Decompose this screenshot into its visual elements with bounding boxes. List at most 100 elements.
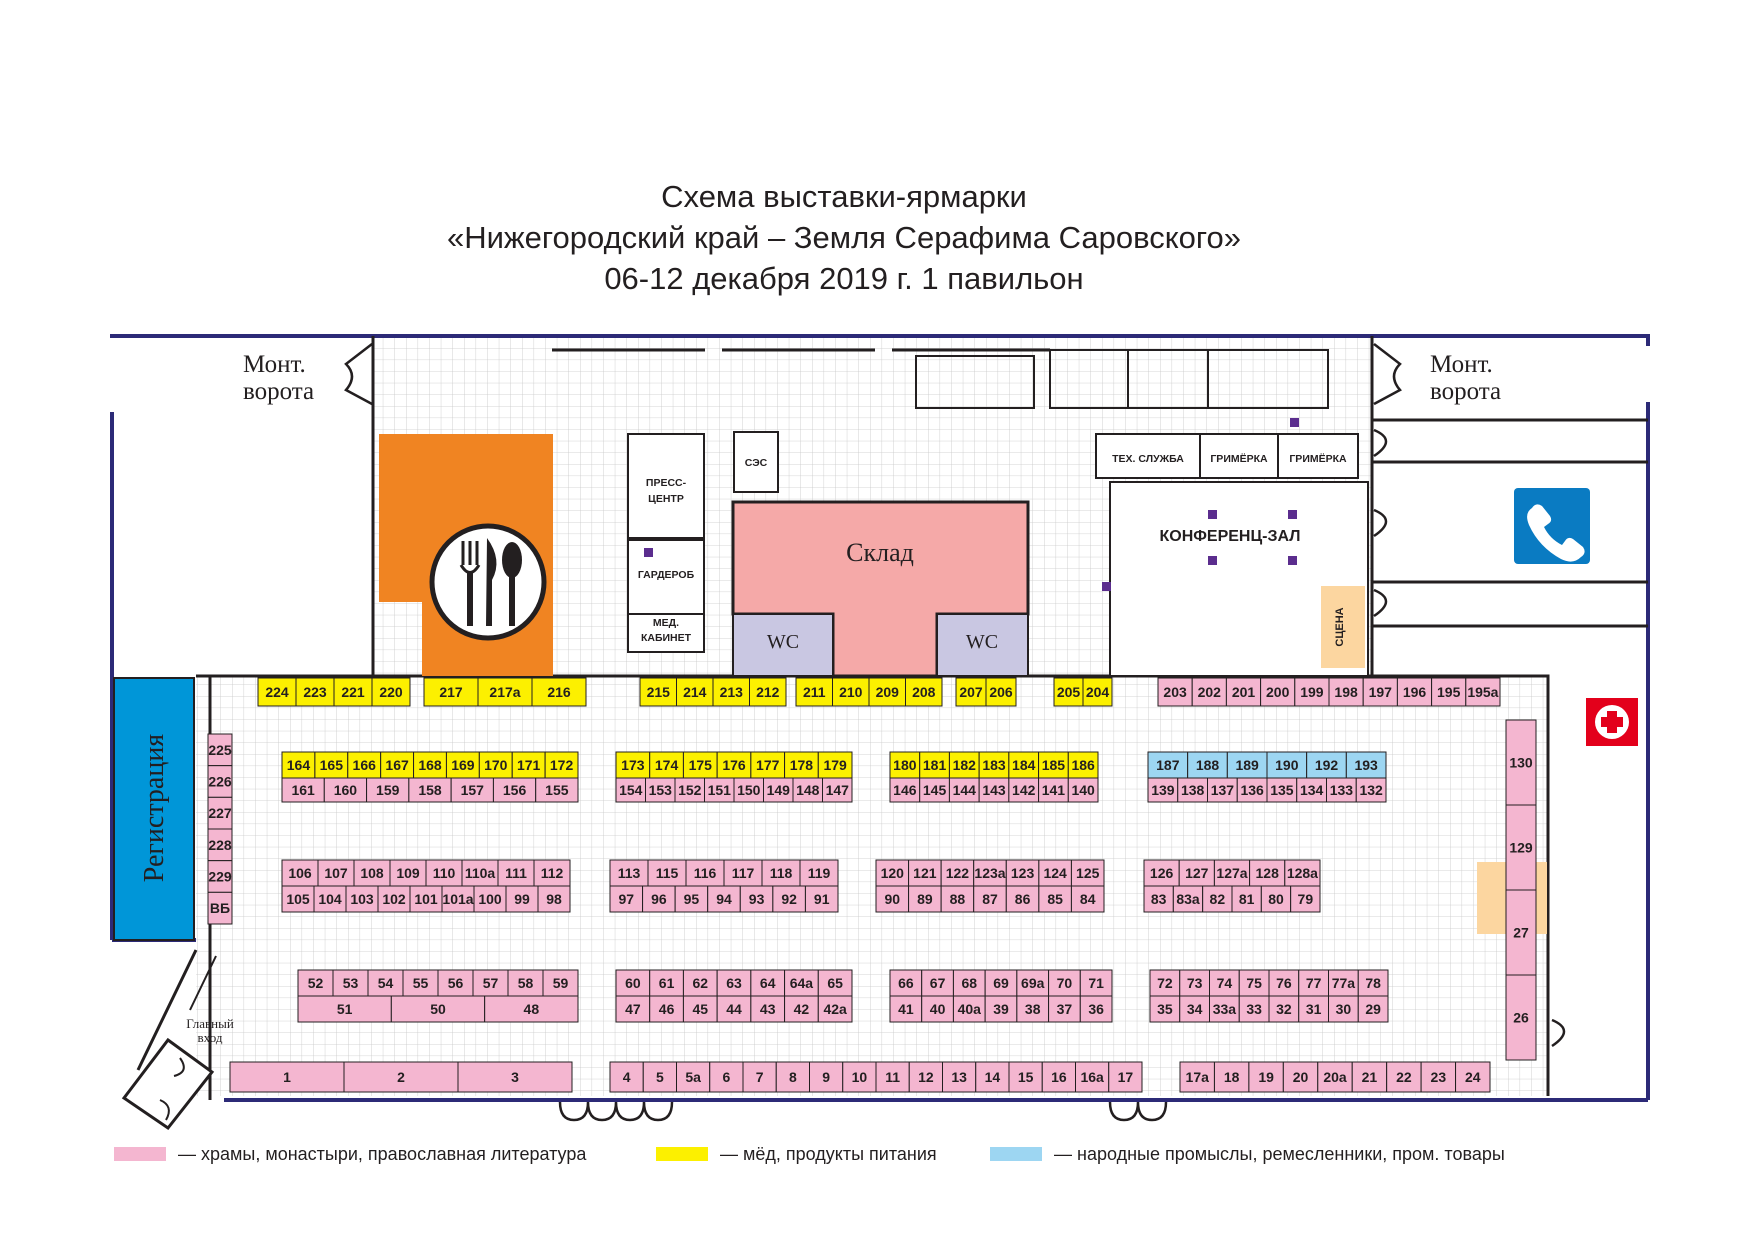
booth[interactable] — [1420, 1061, 1457, 1093]
booth[interactable] — [919, 777, 950, 803]
booth[interactable] — [973, 885, 1007, 913]
booth[interactable] — [905, 677, 943, 707]
booth[interactable] — [1294, 677, 1330, 707]
booth[interactable] — [437, 969, 474, 997]
booth[interactable] — [1187, 751, 1228, 779]
booth[interactable] — [1328, 995, 1359, 1023]
booth[interactable] — [978, 751, 1010, 779]
booth[interactable] — [1075, 1061, 1110, 1093]
booth[interactable] — [875, 885, 910, 913]
booth[interactable] — [1296, 777, 1327, 803]
booth[interactable] — [281, 885, 315, 913]
booth[interactable] — [984, 969, 1018, 997]
booth[interactable] — [649, 995, 684, 1023]
booth[interactable] — [1345, 751, 1387, 779]
booth[interactable] — [1248, 1061, 1284, 1093]
booth[interactable] — [733, 777, 764, 803]
booth[interactable] — [1328, 969, 1359, 997]
booth[interactable] — [1179, 995, 1210, 1023]
booth[interactable] — [763, 777, 794, 803]
booth[interactable] — [367, 969, 404, 997]
booth[interactable] — [875, 859, 910, 887]
booth[interactable] — [832, 677, 870, 707]
booth[interactable] — [682, 751, 718, 779]
booth[interactable] — [390, 995, 486, 1023]
booth[interactable] — [609, 859, 649, 887]
booth[interactable] — [784, 751, 819, 779]
booth[interactable] — [297, 995, 392, 1023]
booth[interactable] — [353, 859, 391, 887]
booth[interactable] — [317, 859, 355, 887]
booth[interactable] — [1143, 859, 1180, 887]
booth[interactable] — [1038, 885, 1072, 913]
booth[interactable] — [1362, 677, 1398, 707]
booth[interactable] — [1249, 859, 1286, 887]
booth[interactable] — [921, 995, 954, 1023]
booth[interactable] — [257, 677, 297, 707]
booth[interactable] — [1070, 859, 1105, 887]
booth[interactable] — [1355, 777, 1387, 803]
booth[interactable] — [507, 969, 544, 997]
booth[interactable] — [775, 1061, 810, 1093]
booth[interactable] — [908, 859, 942, 887]
booth[interactable] — [1008, 1061, 1043, 1093]
booth[interactable] — [1079, 995, 1113, 1023]
booth[interactable] — [749, 677, 787, 707]
booth[interactable] — [450, 777, 494, 803]
booth[interactable] — [1209, 969, 1240, 997]
booth[interactable] — [511, 751, 546, 779]
booth[interactable] — [716, 995, 752, 1023]
booth[interactable] — [1290, 885, 1321, 913]
booth[interactable] — [795, 677, 833, 707]
booth[interactable] — [366, 777, 410, 803]
booth[interactable] — [505, 885, 539, 913]
booth[interactable] — [942, 1061, 977, 1093]
booth[interactable] — [1178, 859, 1215, 887]
booth[interactable] — [889, 995, 923, 1023]
booth[interactable] — [1008, 751, 1040, 779]
booth[interactable] — [1465, 677, 1501, 707]
booth[interactable] — [742, 1061, 777, 1093]
booth[interactable] — [1172, 885, 1204, 913]
booth[interactable] — [704, 777, 735, 803]
booth[interactable] — [371, 677, 411, 707]
booth[interactable] — [1008, 777, 1040, 803]
booth[interactable] — [1038, 777, 1069, 803]
booth[interactable] — [948, 777, 980, 803]
booth[interactable] — [1357, 995, 1389, 1023]
booth[interactable] — [347, 751, 382, 779]
booth[interactable] — [809, 1061, 844, 1093]
booth[interactable] — [1179, 1061, 1215, 1093]
booth[interactable] — [889, 969, 923, 997]
booth[interactable] — [1328, 677, 1364, 707]
booth[interactable] — [207, 891, 233, 925]
booth[interactable] — [1070, 885, 1105, 913]
booth[interactable] — [842, 1061, 877, 1093]
booth[interactable] — [822, 777, 853, 803]
booth[interactable] — [615, 969, 651, 997]
booth[interactable] — [1016, 995, 1050, 1023]
booth[interactable] — [229, 1061, 345, 1093]
booth[interactable] — [1505, 804, 1537, 891]
booth[interactable] — [908, 885, 942, 913]
booth[interactable] — [1284, 859, 1321, 887]
booth[interactable] — [817, 995, 853, 1023]
booth[interactable] — [1260, 885, 1292, 913]
booth[interactable] — [799, 859, 839, 887]
booth[interactable] — [1209, 995, 1240, 1023]
booth[interactable] — [1053, 677, 1084, 707]
booth[interactable] — [676, 677, 714, 707]
booth[interactable] — [642, 885, 676, 913]
booth[interactable] — [1225, 677, 1262, 707]
booth[interactable] — [1306, 751, 1347, 779]
booth[interactable] — [377, 885, 411, 913]
booth[interactable] — [1236, 777, 1268, 803]
booth[interactable] — [707, 885, 741, 913]
booth[interactable] — [1143, 885, 1174, 913]
booth[interactable] — [875, 1061, 910, 1093]
booth[interactable] — [716, 969, 752, 997]
booth[interactable] — [1266, 777, 1298, 803]
booth[interactable] — [1147, 777, 1179, 803]
booth[interactable] — [649, 969, 684, 997]
booth[interactable] — [716, 751, 752, 779]
